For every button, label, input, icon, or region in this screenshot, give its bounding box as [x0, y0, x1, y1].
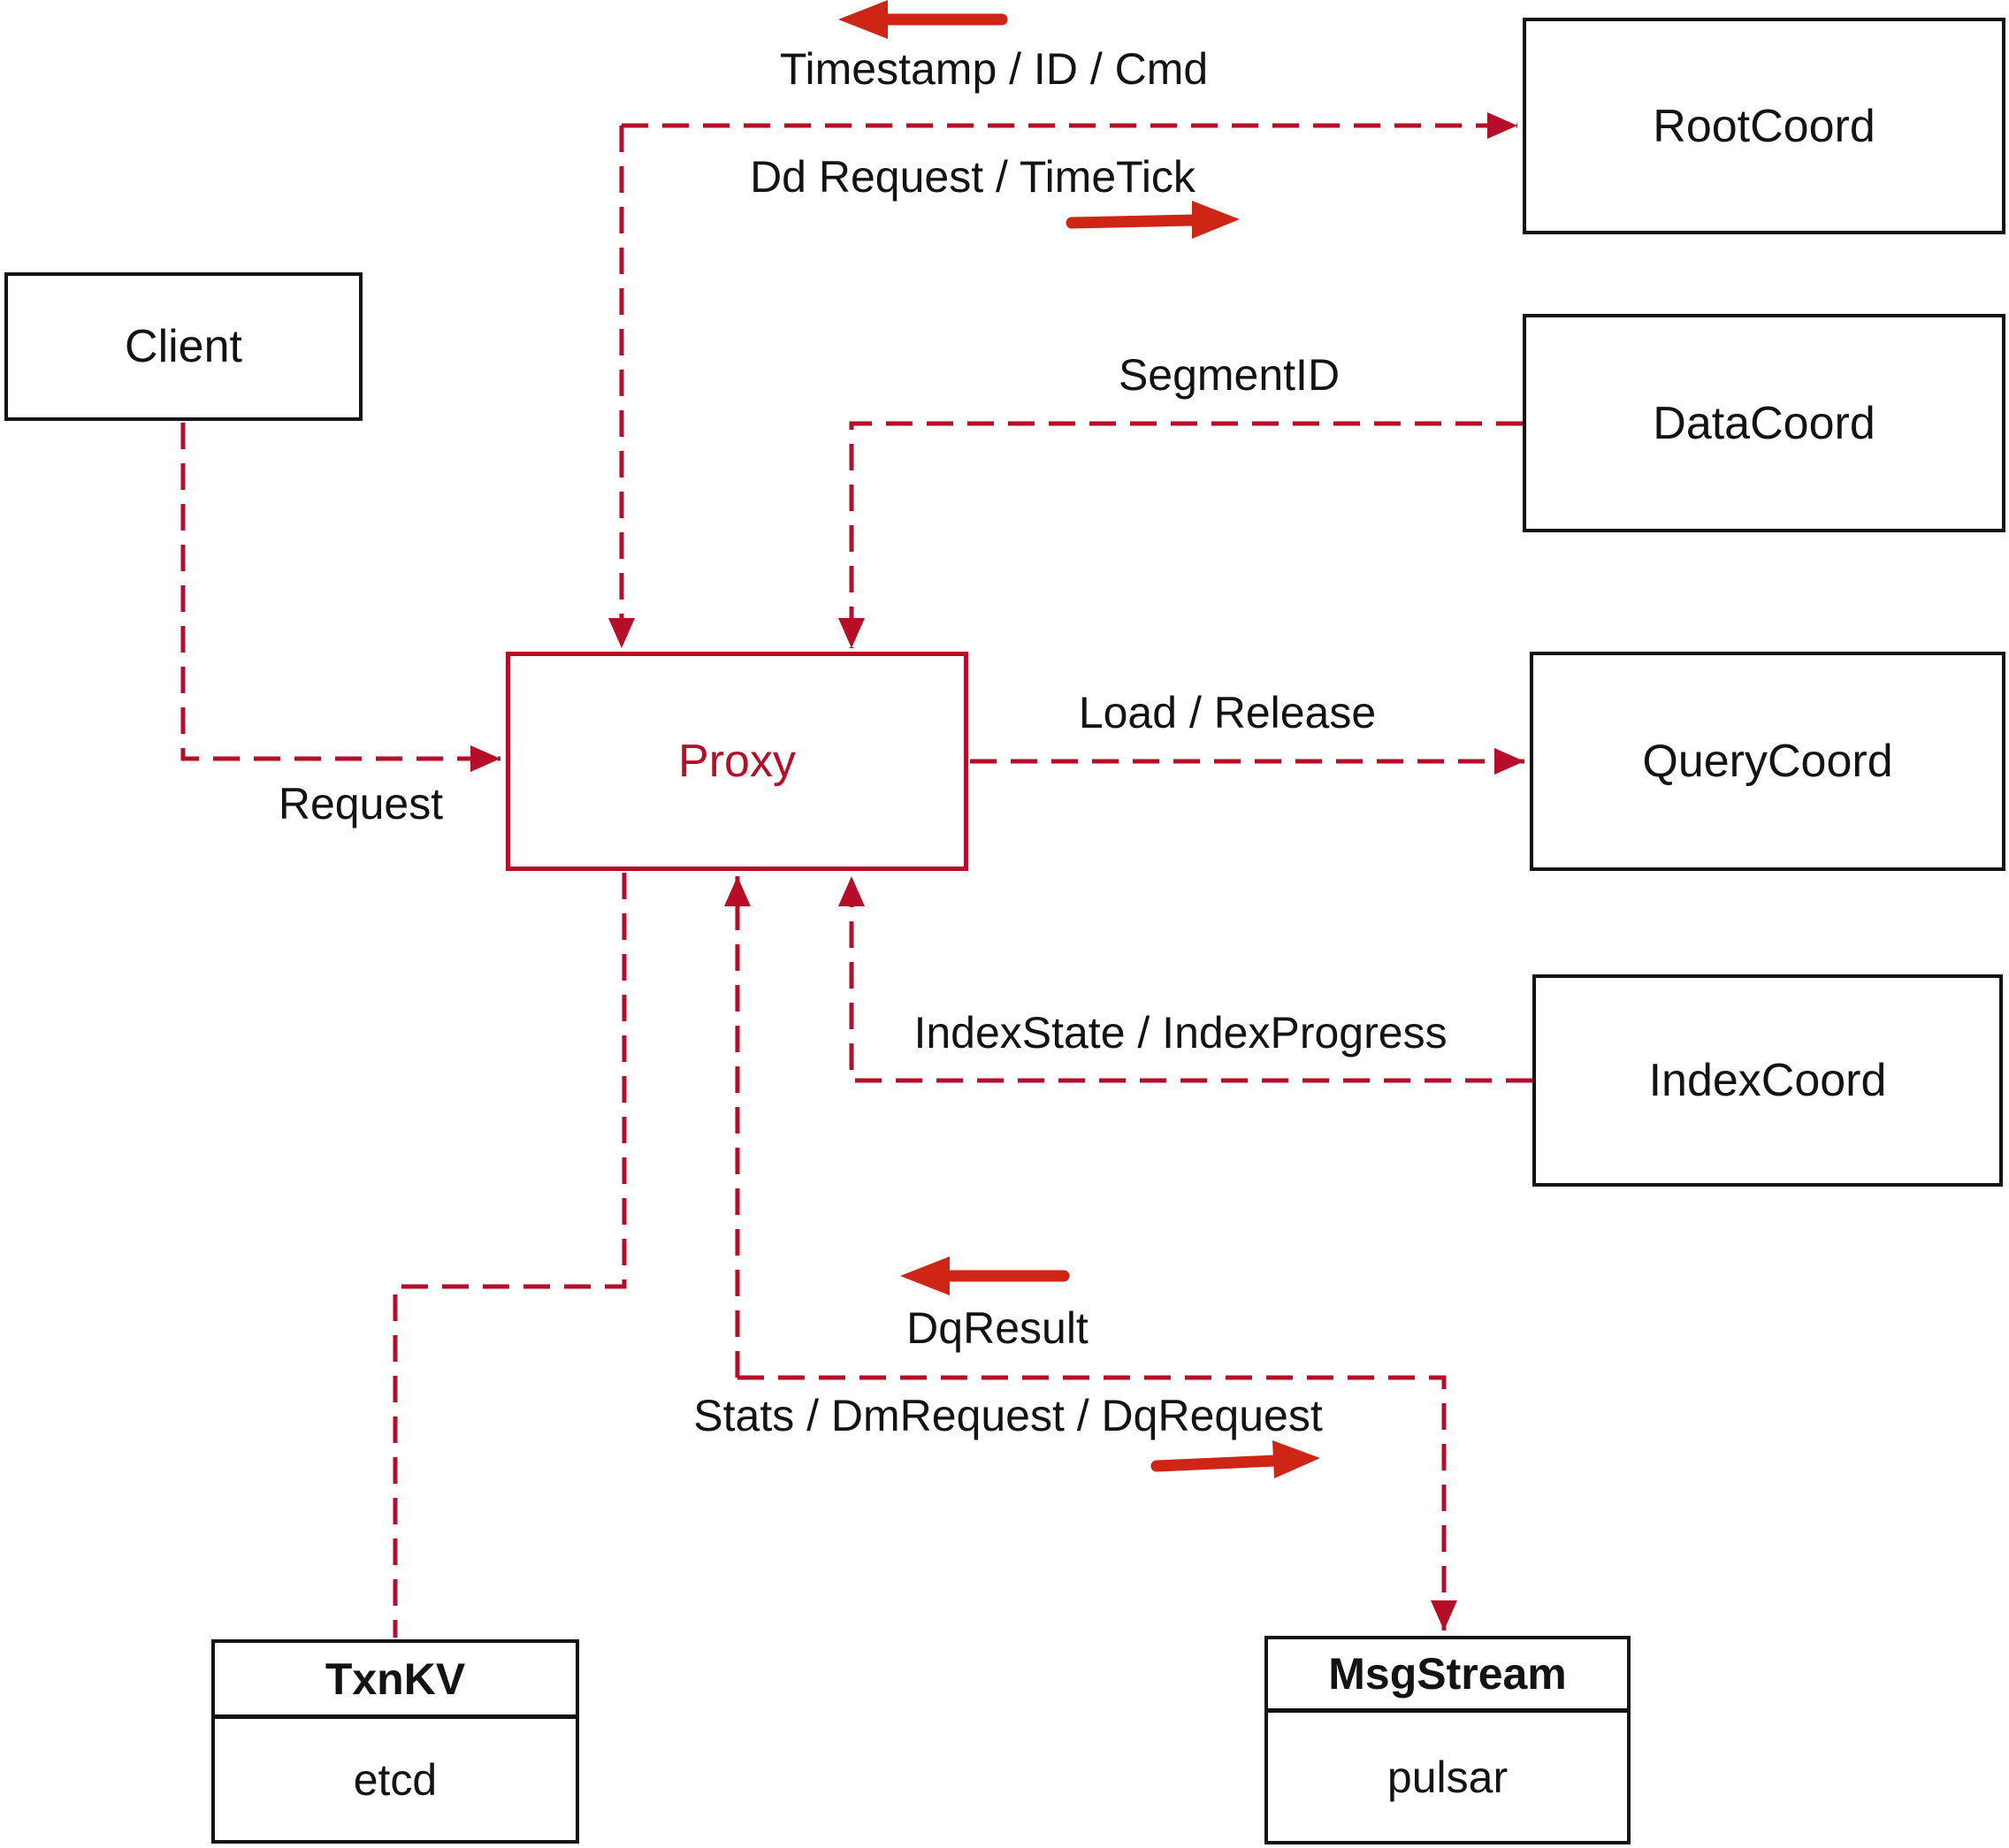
- node-msgstream-title: MsgStream: [1268, 1639, 1627, 1713]
- right-arrow-icon-ddrequest: [1066, 201, 1240, 239]
- node-proxy-label: Proxy: [678, 736, 796, 787]
- node-querycoord-label: QueryCoord: [1642, 736, 1893, 787]
- connector-proxy-txnkv: [393, 873, 627, 1638]
- node-indexcoord-label: IndexCoord: [1648, 1055, 1887, 1106]
- edge-label-dd-request-timetick: Dd Request / TimeTick: [750, 152, 1195, 202]
- node-proxy: Proxy: [506, 652, 968, 871]
- edge-label-segmentid: SegmentID: [1118, 350, 1341, 400]
- node-querycoord: QueryCoord: [1530, 652, 2005, 871]
- node-rootcoord-label: RootCoord: [1653, 100, 1875, 152]
- connector-indexcoord-proxy: [838, 876, 1532, 1083]
- edge-label-request: Request: [278, 779, 444, 829]
- connector-datacoord-proxy: [838, 421, 1523, 648]
- node-msgstream-impl: pulsar: [1386, 1752, 1509, 1802]
- edge-label-dqresult: DqResult: [906, 1303, 1089, 1353]
- node-datacoord-label: DataCoord: [1653, 397, 1875, 449]
- edge-label-indexstate-indexprogress: IndexState / IndexProgress: [913, 1008, 1448, 1058]
- node-datacoord: DataCoord: [1523, 314, 2005, 532]
- right-arrow-icon-stats: [1150, 1440, 1320, 1478]
- node-txnkv-title: TxnKV: [215, 1643, 576, 1719]
- node-msgstream: MsgStream pulsar: [1264, 1636, 1631, 1844]
- node-client: Client: [4, 272, 363, 421]
- node-txnkv: TxnKV etcd: [211, 1639, 579, 1844]
- left-arrow-icon-dqresult: [900, 1256, 1070, 1295]
- connector-client-proxy: [180, 423, 500, 772]
- connector-proxy-msgstream: [737, 1375, 1457, 1630]
- edge-label-stats-dmrequest-dqrequest: Stats / DmRequest / DqRequest: [693, 1391, 1323, 1440]
- node-rootcoord: RootCoord: [1523, 18, 2005, 234]
- node-txnkv-impl: etcd: [353, 1754, 438, 1805]
- node-indexcoord: IndexCoord: [1532, 974, 2003, 1187]
- edge-label-timestamp-id-cmd: Timestamp / ID / Cmd: [779, 44, 1209, 94]
- left-arrow-icon-timestamp: [838, 0, 1008, 39]
- node-client-label: Client: [125, 321, 242, 372]
- edge-label-load-release: Load / Release: [1078, 688, 1377, 737]
